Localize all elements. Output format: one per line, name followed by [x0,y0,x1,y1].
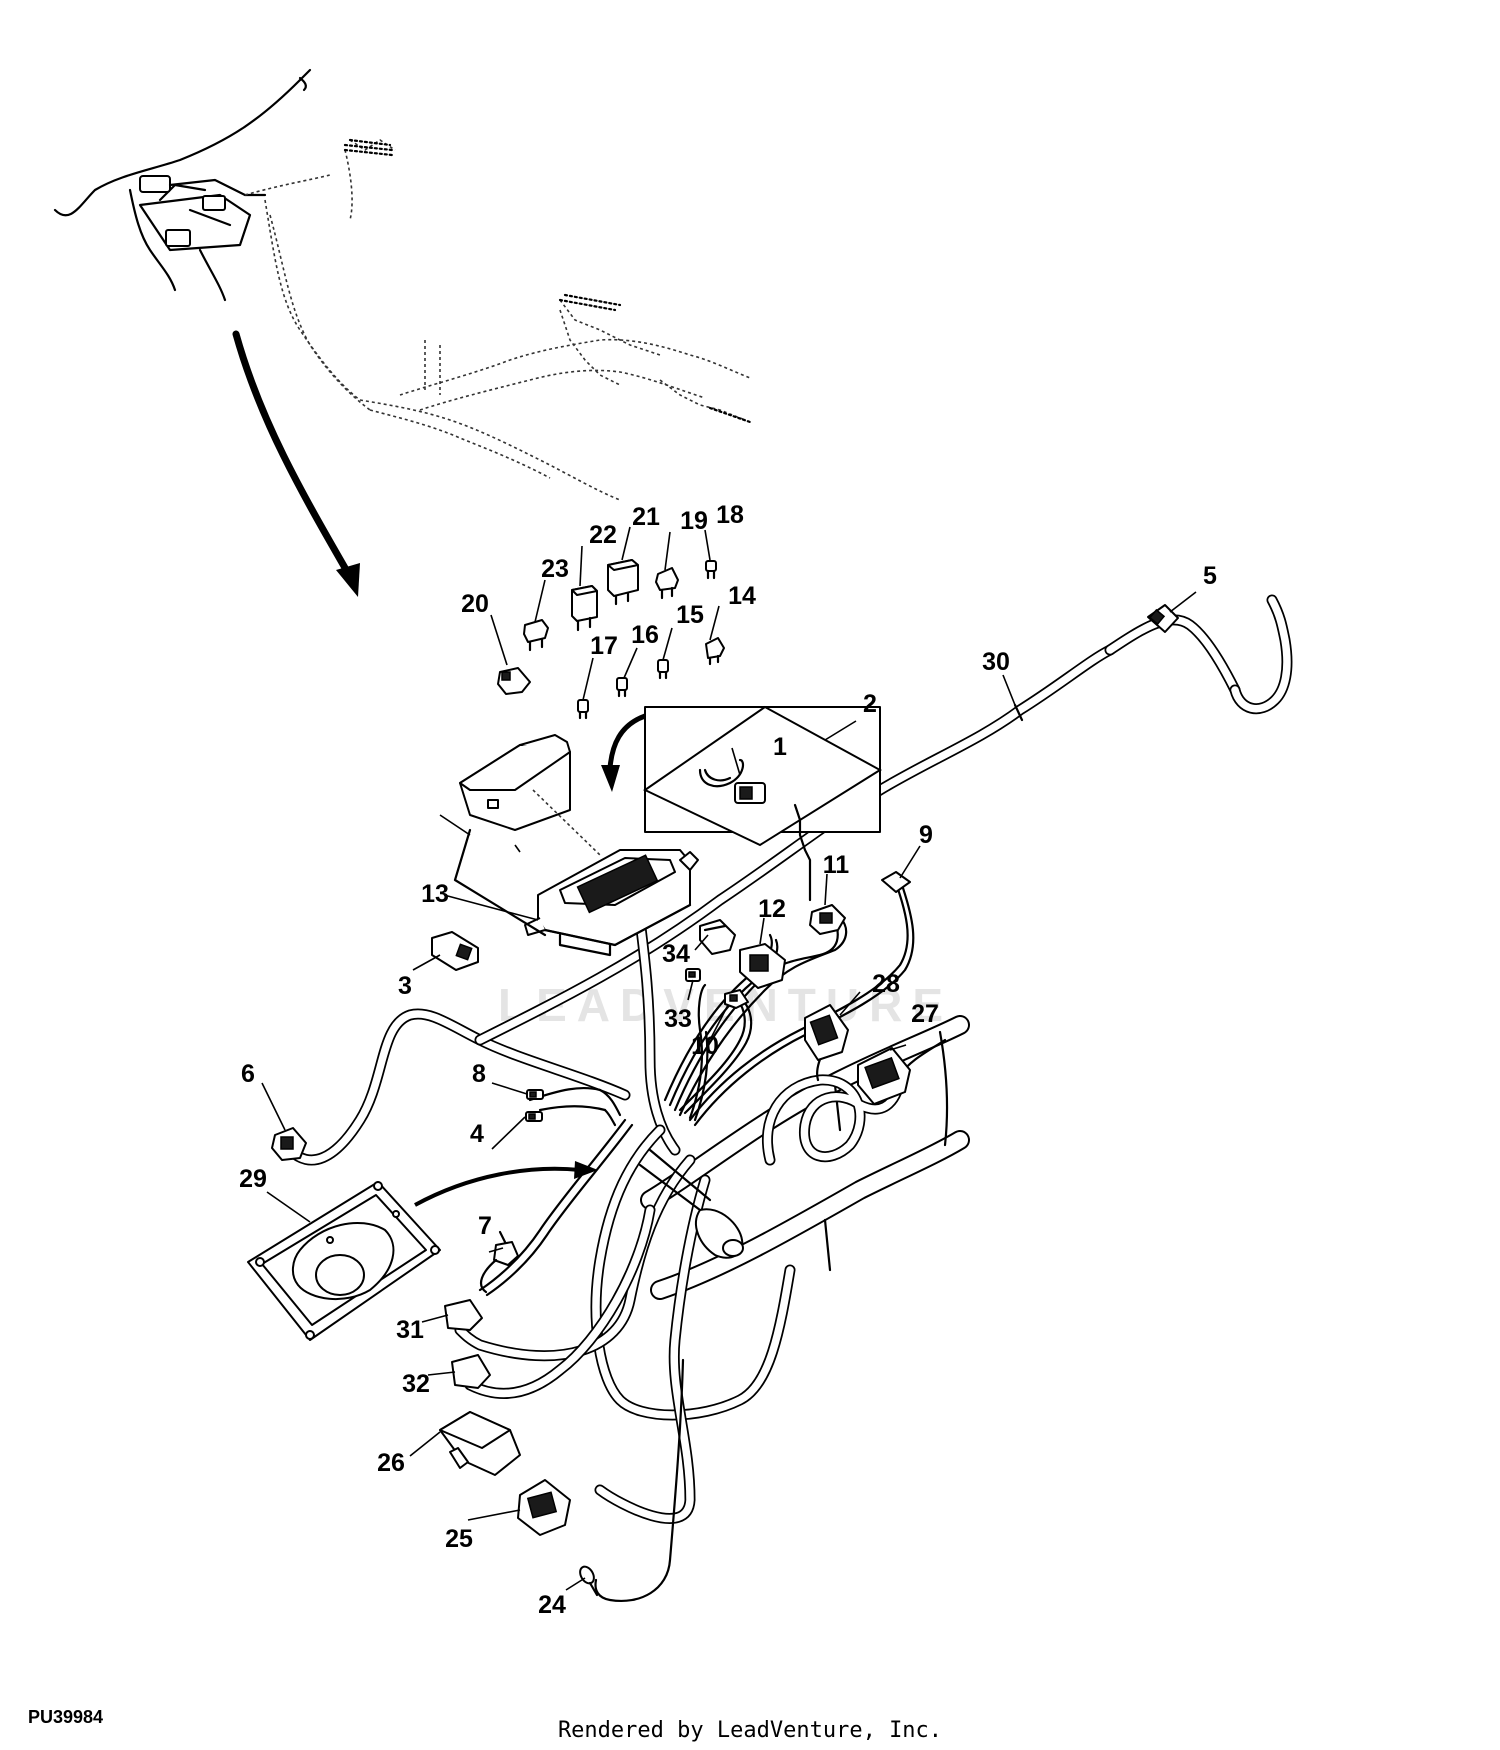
callout-32: 32 [402,1370,430,1398]
callout-26: 26 [377,1449,405,1477]
part-20-fuse-puller [497,667,531,695]
part-12-connector [739,943,786,989]
callout-28: 28 [872,970,900,998]
part-11-connector [809,904,846,935]
callout-1: 1 [773,733,787,761]
callout-15: 15 [676,601,704,629]
part-25-connector [517,1479,571,1536]
callout-12: 12 [758,895,786,923]
install-arrow [601,713,646,792]
callout-16: 16 [631,621,659,649]
part-15-fuse [657,659,669,680]
callout-33: 33 [664,1005,692,1033]
part-14-fuse [705,637,725,666]
part-31-connector [444,1299,483,1331]
drawing-code: PU39984 [28,1707,104,1727]
part-9-connector [881,871,911,893]
callout-3: 3 [398,972,412,1000]
part-10-connector [724,989,749,1009]
part-32-connector [451,1354,491,1389]
part-13-fuse-block [439,734,699,957]
part-21-relay [607,559,639,606]
leader-lines [261,526,1197,1591]
callout-8: 8 [472,1060,486,1088]
part-6-connector [271,1127,307,1161]
part-17-fuse [577,699,589,720]
callout-14: 14 [728,582,756,610]
callout-21: 21 [632,503,660,531]
callout-4: 4 [470,1120,484,1148]
callout-27: 27 [911,1000,939,1028]
part-4-terminal [525,1111,543,1122]
callout-11: 11 [823,851,850,879]
callout-22: 22 [589,521,617,549]
callout-labels: 1 2 3 4 5 6 7 8 9 10 11 12 13 14 15 16 1… [239,501,1217,1619]
part-22-relay [571,585,598,632]
part-3-connector [431,931,479,971]
kit-link-line [793,803,812,902]
callout-2: 2 [863,690,877,718]
part-27-connector [857,1047,911,1105]
callout-17: 17 [590,632,618,660]
callout-25: 25 [445,1525,473,1553]
callout-5: 5 [1203,562,1217,590]
part-18-fuse [705,560,717,580]
callout-19: 19 [680,507,708,535]
part-7-terminal [479,1230,519,1294]
part-33-connector [685,968,701,982]
part-26-bracket [439,1411,521,1476]
callout-9: 9 [919,821,933,849]
boot-arrow [414,1161,598,1207]
part-28-connector [804,1004,849,1061]
callout-6: 6 [241,1060,255,1088]
part-16-fuse [616,677,628,698]
part-24-terminal [579,1565,599,1597]
part-23-fuse [523,619,549,652]
callout-34: 34 [662,940,690,968]
part-1-adapter-lead [643,705,882,847]
callout-7: 7 [478,1212,492,1240]
detail-arrow [232,330,360,597]
part-19-fuse [655,567,679,600]
part-34-connector [699,919,736,955]
part-8-terminal [526,1089,544,1100]
callout-10: 10 [691,1032,719,1060]
callout-23: 23 [541,555,569,583]
callout-18: 18 [716,501,744,529]
callout-30: 30 [982,648,1010,676]
part-29-boot [247,1181,441,1341]
render-credit: Rendered by LeadVenture, Inc. [557,1718,943,1743]
callout-13: 13 [421,880,449,908]
overview-vehicle-outline [53,68,752,501]
callout-20: 20 [461,590,489,618]
callout-29: 29 [239,1165,267,1193]
callout-31: 31 [396,1316,424,1344]
callout-24: 24 [538,1591,566,1619]
